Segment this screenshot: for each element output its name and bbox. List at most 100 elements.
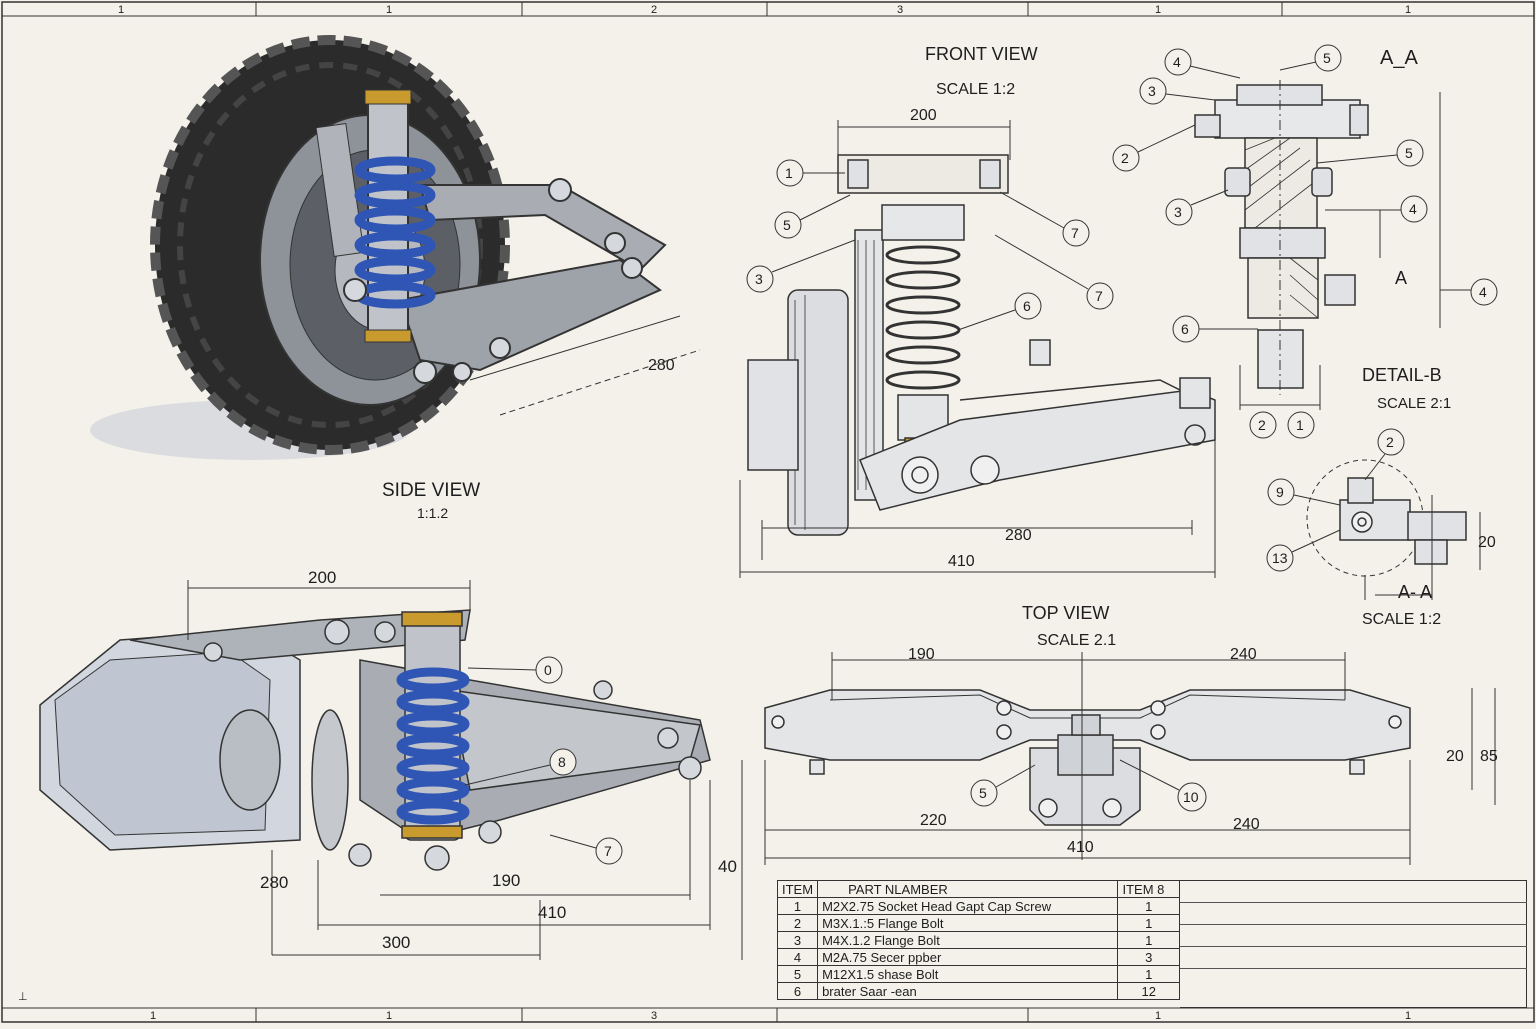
bom-header-part: PART NLAMBER: [817, 880, 1119, 898]
section-aa-small-balloons: 2 9 13: [1266, 428, 1405, 572]
view-title: SIDE VIEW: [382, 480, 480, 501]
bom-qty: 3: [1117, 948, 1180, 966]
balloon-label: 1: [1296, 417, 1304, 433]
corner-mark: ⊥: [18, 991, 28, 1003]
zone-label: 3: [651, 1010, 657, 1022]
zone-label: 3: [897, 4, 903, 16]
bom-qty: 1: [1117, 931, 1180, 949]
zone-label: 1: [1405, 1010, 1411, 1022]
iso-view-balloons: 0 8 7: [464, 656, 623, 865]
balloon-label: 10: [1183, 789, 1199, 805]
dimension-text: 20: [1478, 534, 1496, 551]
balloon-label: 5: [1323, 50, 1331, 66]
balloon-label: 9: [1276, 484, 1284, 500]
zone-label: 1: [386, 4, 392, 16]
zone-label: 1: [1155, 1010, 1161, 1022]
zone-label: 1: [1155, 4, 1161, 16]
title-block-line: [1180, 968, 1527, 969]
dimension-text: 280: [1005, 527, 1032, 544]
zone-label: 1: [1405, 4, 1411, 16]
balloon-label: 4: [1479, 284, 1487, 300]
detail-title: DETAIL-B: [1362, 365, 1442, 385]
zone-label: 1: [118, 4, 124, 16]
balloon-label: 13: [1272, 550, 1288, 566]
balloon-label: 3: [1174, 204, 1182, 220]
title-block: [1180, 880, 1527, 1008]
balloon-label: 2: [1121, 150, 1129, 166]
dimension-text: 410: [948, 553, 975, 570]
lower-arm: [398, 258, 662, 372]
bom-part: M2A.75 Secer ppber: [817, 948, 1119, 966]
iso-view-render: [39, 609, 711, 871]
balloon-label: 1: [785, 165, 793, 181]
iso-view-dimensions: [187, 580, 743, 960]
title-block-line: [1180, 902, 1527, 903]
view-scale: SCALE 1:2: [936, 81, 1015, 98]
bom-item: 4: [776, 948, 819, 966]
front-view-dimensions: [739, 120, 1216, 578]
cut-plane-label: A: [1395, 268, 1407, 288]
coil-spring: [354, 156, 436, 309]
dimension-text: 190: [908, 646, 935, 663]
dimension-text: 20: [1446, 748, 1464, 765]
balloon-label: 7: [1095, 288, 1103, 304]
section-aa-balloons: 4 5 3 2 5 3 4 6 4 2 1: [1112, 44, 1498, 439]
balloon-label: 3: [755, 271, 763, 287]
bom-part: M4X.1.2 Flange Bolt: [817, 931, 1119, 949]
dimension-text: 200: [910, 107, 937, 124]
bom-item: 3: [776, 931, 819, 949]
title-block-line: [1180, 924, 1527, 925]
balloon-label: 2: [1258, 417, 1266, 433]
bom-part: M3X.1.:5 Flange Bolt: [817, 914, 1119, 932]
dimension-text: 300: [382, 933, 410, 952]
section-title: A- A: [1398, 582, 1432, 602]
view-scale: SCALE 2.1: [1037, 632, 1116, 649]
bom-qty: 1: [1117, 914, 1180, 932]
balloon-label: 5: [1405, 145, 1413, 161]
title-block-line: [1180, 946, 1527, 947]
bom-item: 6: [776, 982, 819, 1000]
top-view-dimensions: [764, 652, 1496, 865]
dimension-text: 240: [1233, 816, 1260, 833]
bom-header-row: ITEM PART NLAMBER ITEM 8: [776, 880, 1180, 898]
dimension-text: 410: [538, 903, 566, 922]
balloon-label: 4: [1173, 54, 1181, 70]
side-view-render: [90, 35, 701, 460]
bom-item: 1: [776, 897, 819, 915]
balloon-label: 5: [783, 217, 791, 233]
bom-qty: 1: [1117, 965, 1180, 983]
zone-label: 1: [150, 1010, 156, 1022]
dimension-text: 220: [920, 812, 947, 829]
section-aa-small-drawing: [1306, 459, 1481, 600]
bom-header-qty: ITEM 8: [1117, 880, 1180, 898]
balloon-label: 3: [1148, 83, 1156, 99]
bom-qty: 1: [1117, 897, 1180, 915]
top-view-balloons: 5 10: [970, 759, 1207, 812]
dimension-text: 40: [718, 857, 737, 876]
bom-part: brater Saar -ean: [817, 982, 1119, 1000]
view-scale: 1:1.2: [417, 505, 448, 521]
zone-label: 2: [651, 4, 657, 16]
balloon-label: 6: [1023, 298, 1031, 314]
bom-part: M2X2.75 Socket Head Gapt Cap Screw: [817, 897, 1119, 915]
section-title: A_A: [1380, 47, 1418, 69]
front-view-balloons: 1 5 3 7 7 6: [746, 159, 1114, 331]
balloon-label: 2: [1386, 434, 1394, 450]
bom-header-item: ITEM: [776, 880, 819, 898]
balloon-label: 4: [1409, 201, 1417, 217]
balloon-label: 7: [604, 843, 612, 859]
dimension-text: 240: [1230, 646, 1257, 663]
front-spring: [885, 245, 961, 390]
dimension-text: 200: [308, 568, 336, 587]
top-view-drawing: [764, 689, 1411, 826]
